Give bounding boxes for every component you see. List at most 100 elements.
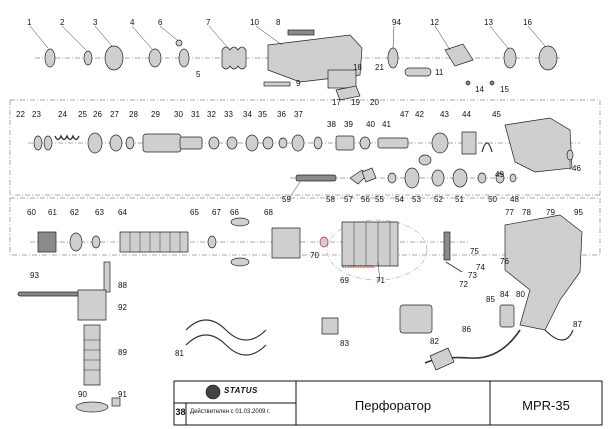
callout-18: 18 bbox=[353, 63, 362, 72]
callout-52: 52 bbox=[434, 195, 443, 204]
callout-64: 64 bbox=[118, 208, 127, 217]
callout-89: 89 bbox=[118, 348, 127, 357]
callout-10: 10 bbox=[250, 18, 259, 27]
handle-group bbox=[399, 214, 583, 371]
callout-82: 82 bbox=[430, 337, 439, 346]
callout-38: 38 bbox=[327, 120, 336, 129]
callout-35: 35 bbox=[258, 110, 267, 119]
callout-62: 62 bbox=[70, 208, 79, 217]
callout-87: 87 bbox=[573, 320, 582, 329]
callout-15: 15 bbox=[500, 85, 509, 94]
callout-48: 48 bbox=[510, 195, 519, 204]
callout-85: 85 bbox=[486, 295, 495, 304]
callout-14: 14 bbox=[475, 85, 484, 94]
callout-31: 31 bbox=[191, 110, 200, 119]
callout-37: 37 bbox=[294, 110, 303, 119]
callout-45: 45 bbox=[492, 110, 501, 119]
callout-43: 43 bbox=[440, 110, 449, 119]
callout-78: 78 bbox=[522, 208, 531, 217]
callout-27: 27 bbox=[110, 110, 119, 119]
callout-95: 95 bbox=[574, 208, 583, 217]
leader-lines bbox=[29, 25, 571, 283]
axis-lines bbox=[28, 57, 580, 243]
callout-16: 16 bbox=[523, 18, 532, 27]
callout-7: 7 bbox=[206, 18, 211, 27]
model-name: MPR-35 bbox=[522, 398, 570, 413]
brand-name: STATUS bbox=[224, 386, 258, 395]
callout-1: 1 bbox=[27, 18, 32, 27]
callout-91: 91 bbox=[118, 390, 127, 399]
brand-logo-icon bbox=[205, 384, 221, 400]
callout-42: 42 bbox=[415, 110, 424, 119]
callout-11: 11 bbox=[435, 68, 444, 77]
callout-80: 80 bbox=[516, 290, 525, 299]
callout-67: 67 bbox=[212, 208, 221, 217]
callout-41: 41 bbox=[382, 120, 391, 129]
row2-parts bbox=[33, 117, 574, 173]
callout-94: 94 bbox=[392, 18, 401, 27]
callout-3: 3 bbox=[93, 18, 98, 27]
callout-13: 13 bbox=[484, 18, 493, 27]
callout-12: 12 bbox=[430, 18, 439, 27]
callout-24: 24 bbox=[58, 110, 67, 119]
callout-20: 20 bbox=[370, 98, 379, 107]
callout-51: 51 bbox=[455, 195, 464, 204]
aux-handle-group bbox=[17, 261, 339, 413]
callout-76: 76 bbox=[500, 257, 509, 266]
callout-5: 5 bbox=[196, 70, 201, 79]
callout-81: 81 bbox=[175, 349, 184, 358]
callout-34: 34 bbox=[243, 110, 252, 119]
callout-21: 21 bbox=[375, 63, 384, 72]
callout-83: 83 bbox=[340, 339, 349, 348]
callout-36: 36 bbox=[277, 110, 286, 119]
callout-54: 54 bbox=[395, 195, 404, 204]
callout-55: 55 bbox=[375, 195, 384, 204]
callout-71: 71 bbox=[376, 276, 385, 285]
callout-53: 53 bbox=[412, 195, 421, 204]
callout-40: 40 bbox=[366, 120, 375, 129]
callout-8: 8 bbox=[276, 18, 281, 27]
document-title: Перфоратор bbox=[354, 398, 432, 413]
row3-parts bbox=[295, 167, 517, 189]
callout-93: 93 bbox=[30, 271, 39, 280]
callout-92: 92 bbox=[118, 303, 127, 312]
callout-19: 19 bbox=[351, 98, 360, 107]
callout-56: 56 bbox=[361, 195, 370, 204]
callout-49: 49 bbox=[495, 170, 504, 179]
callout-2: 2 bbox=[60, 18, 65, 27]
callout-75: 75 bbox=[470, 247, 479, 256]
callout-26: 26 bbox=[93, 110, 102, 119]
callout-84: 84 bbox=[500, 290, 509, 299]
callout-30: 30 bbox=[174, 110, 183, 119]
callout-47: 47 bbox=[400, 110, 409, 119]
effective-note: Действителен с 01.03.2009 г. bbox=[190, 409, 271, 415]
callout-57: 57 bbox=[344, 195, 353, 204]
callout-44: 44 bbox=[462, 110, 471, 119]
callout-70: 70 bbox=[310, 251, 319, 260]
callout-28: 28 bbox=[129, 110, 138, 119]
callout-32: 32 bbox=[207, 110, 216, 119]
callout-17: 17 bbox=[332, 98, 341, 107]
callout-39: 39 bbox=[344, 120, 353, 129]
callout-73: 73 bbox=[468, 271, 477, 280]
callout-72: 72 bbox=[459, 280, 468, 289]
callout-4: 4 bbox=[130, 18, 135, 27]
callout-60: 60 bbox=[27, 208, 36, 217]
callout-63: 63 bbox=[95, 208, 104, 217]
row1-parts bbox=[44, 29, 558, 101]
title-block bbox=[173, 380, 603, 426]
callout-86: 86 bbox=[462, 325, 471, 334]
callout-6: 6 bbox=[158, 18, 163, 27]
callout-74: 74 bbox=[476, 263, 485, 272]
callout-68: 68 bbox=[264, 208, 273, 217]
callout-79: 79 bbox=[546, 208, 555, 217]
callout-29: 29 bbox=[151, 110, 160, 119]
callout-22: 22 bbox=[16, 110, 25, 119]
callout-labels: 1 2 3 4 5 6 7 8 9 10 11 12 13 14 15 16 1… bbox=[16, 18, 583, 399]
page-number: 38 bbox=[175, 407, 186, 417]
callout-90: 90 bbox=[78, 390, 87, 399]
callout-33: 33 bbox=[224, 110, 233, 119]
callout-66: 66 bbox=[230, 208, 239, 217]
callout-65: 65 bbox=[190, 208, 199, 217]
